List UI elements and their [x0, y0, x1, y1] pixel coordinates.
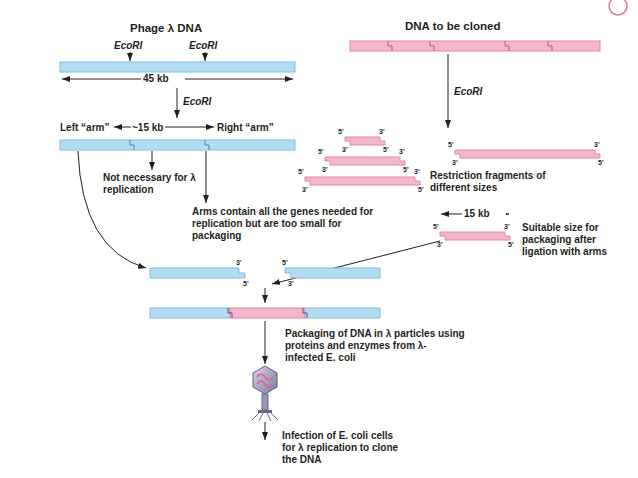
strand-end-label: 3' [302, 186, 314, 193]
dimension-line [114, 127, 131, 128]
arrow [265, 321, 266, 364]
strand-end-label: 5' [598, 159, 610, 166]
arrow [152, 151, 153, 170]
strand-end-label: 3' [414, 168, 426, 175]
cut-site [388, 41, 552, 51]
phage-head [253, 366, 277, 394]
lambda-dna-bar [60, 140, 295, 150]
note: Not necessary for λ replication [103, 172, 203, 196]
node-label: Left “arm” [60, 122, 120, 134]
dimension-label: 15 kb [462, 208, 506, 220]
enzyme-label: EcoRI [189, 40, 229, 52]
strand-end-label: 5' [403, 166, 415, 173]
left-arm [150, 268, 245, 278]
arrow [206, 151, 207, 203]
phage-tail [262, 394, 268, 410]
enzyme-label: EcoRI [183, 96, 233, 108]
node-label: Suitable size for packaging after ligati… [522, 222, 634, 258]
ligation-site [228, 308, 307, 318]
dna-node: Restriction fragments of different sizes [300, 128, 620, 198]
dna-node: Suitable size for packaging after ligati… [438, 222, 638, 262]
strand-end-label: 5' [318, 148, 330, 155]
enzyme-label: EcoRI [114, 40, 154, 52]
left-arm [150, 308, 230, 318]
note: Packaging of DNA in λ particles using pr… [285, 328, 465, 364]
strand-end-label: 3' [594, 141, 606, 148]
dimension-line [165, 127, 214, 128]
node-label: Right “arm” [217, 122, 292, 134]
strand-end-label: 3' [437, 241, 449, 248]
cut-site [130, 140, 209, 150]
cut-arrow [177, 88, 178, 118]
heading: DNA to be cloned [405, 20, 555, 34]
insert-dna [230, 308, 305, 318]
curved-arrow [78, 151, 146, 268]
heading: Phage λ DNA [130, 22, 240, 36]
dna-node: DNA to be cloned [345, 20, 605, 54]
insert-dna-bar [350, 41, 600, 51]
lambda-dna-bar [60, 62, 295, 72]
cut-arrow [205, 52, 206, 61]
strand-end-label: 3' [288, 280, 300, 287]
right-arm [285, 268, 380, 278]
right-arm [305, 308, 380, 318]
node-label: Restriction fragments of different sizes [430, 170, 552, 194]
strand-end-label: 3' [504, 223, 516, 230]
strand-end-label: 3' [342, 146, 354, 153]
strand-end-label: 5' [418, 186, 430, 193]
strand-end-label: 5' [338, 128, 350, 135]
strand-end-label: 3' [452, 159, 464, 166]
strand-end-label: 5' [298, 168, 310, 175]
cut-arrow [130, 52, 131, 61]
dna-fragment [345, 137, 385, 145]
phage-particle [252, 366, 278, 421]
note: Infection of E. coli cells for λ replica… [282, 430, 407, 466]
dna-node: Left “arm” ~15 kb Right “arm” [55, 118, 300, 152]
strand-end-label: 5' [383, 146, 395, 153]
arrow [272, 241, 440, 284]
strand-end-label: 5' [282, 259, 294, 266]
tail-fiber [252, 413, 278, 421]
slide-ornament [609, 0, 627, 15]
strand-end-label: 3' [236, 259, 248, 266]
strand-end-label: 5' [508, 241, 520, 248]
strand-end-label: 5' [243, 280, 255, 287]
strand-end-label: 5' [433, 223, 445, 230]
strand-end-label: 3' [379, 128, 391, 135]
enzyme-label: EcoRI [454, 86, 504, 98]
dna-fragment [305, 177, 420, 185]
strand-end-label: 3' [322, 166, 334, 173]
strand-end-label: 5' [448, 141, 460, 148]
dna-fragment [440, 232, 510, 240]
arrow [265, 288, 266, 303]
phage-baseplate [258, 410, 272, 413]
arrow [265, 422, 266, 440]
cut-arrow [448, 54, 449, 128]
note: Arms contain all the genes needed for re… [192, 206, 377, 242]
dna-fragment [325, 157, 405, 165]
packaged-dna [257, 374, 273, 387]
node-label: ~15 kb [132, 122, 177, 134]
strand-end-label: 3' [399, 148, 411, 155]
dimension-label: 45 kb [141, 73, 185, 85]
dna-fragment [455, 150, 600, 158]
